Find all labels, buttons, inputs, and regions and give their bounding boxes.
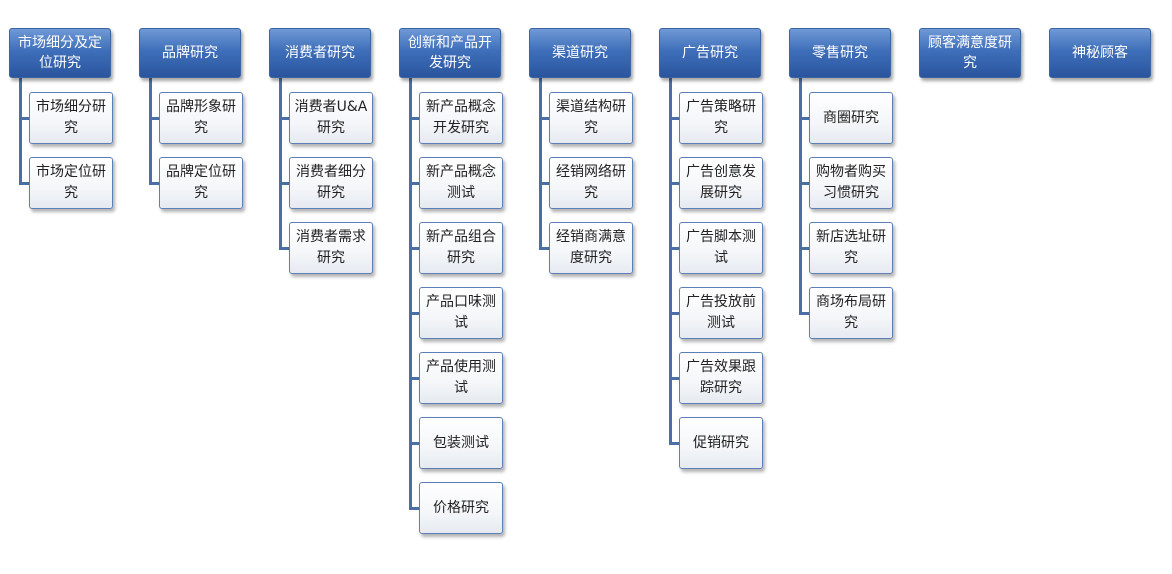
connector-vertical xyxy=(539,60,542,250)
category-column: 顾客满意度研究 xyxy=(919,0,1025,574)
research-item[interactable]: 新产品概念测试 xyxy=(419,157,503,209)
research-item[interactable]: 商场布局研究 xyxy=(809,287,893,339)
research-item[interactable]: 市场细分研究 xyxy=(29,92,113,144)
connector-vertical xyxy=(19,60,22,185)
research-item[interactable]: 品牌形象研究 xyxy=(159,92,243,144)
research-item[interactable]: 新产品概念开发研究 xyxy=(419,92,503,144)
connector-vertical xyxy=(409,60,412,510)
connector-vertical xyxy=(279,60,282,250)
category-header[interactable]: 神秘顾客 xyxy=(1049,28,1151,78)
category-header[interactable]: 消费者研究 xyxy=(269,28,371,78)
connector-vertical xyxy=(669,60,672,445)
research-item[interactable]: 渠道结构研究 xyxy=(549,92,633,144)
category-header[interactable]: 品牌研究 xyxy=(139,28,241,78)
research-item[interactable]: 购物者购买习惯研究 xyxy=(809,157,893,209)
research-item[interactable]: 市场定位研究 xyxy=(29,157,113,209)
category-column: 品牌研究品牌形象研究品牌定位研究 xyxy=(139,0,245,574)
category-header[interactable]: 零售研究 xyxy=(789,28,891,78)
research-item[interactable]: 消费者需求研究 xyxy=(289,222,373,274)
category-column: 市场细分及定位研究市场细分研究市场定位研究 xyxy=(9,0,115,574)
connector-vertical xyxy=(149,60,152,185)
research-item[interactable]: 商圈研究 xyxy=(809,92,893,144)
category-header[interactable]: 广告研究 xyxy=(659,28,761,78)
research-item[interactable]: 品牌定位研究 xyxy=(159,157,243,209)
research-item[interactable]: 价格研究 xyxy=(419,482,503,534)
research-item[interactable]: 新产品组合研究 xyxy=(419,222,503,274)
research-item[interactable]: 广告创意发展研究 xyxy=(679,157,763,209)
research-item[interactable]: 包装测试 xyxy=(419,417,503,469)
research-item[interactable]: 广告效果跟踪研究 xyxy=(679,352,763,404)
research-item[interactable]: 产品口味测试 xyxy=(419,287,503,339)
research-item[interactable]: 广告脚本测试 xyxy=(679,222,763,274)
research-item[interactable]: 经销网络研究 xyxy=(549,157,633,209)
category-column: 消费者研究消费者U&A研究消费者细分研究消费者需求研究 xyxy=(269,0,375,574)
category-column: 创新和产品开发研究新产品概念开发研究新产品概念测试新产品组合研究产品口味测试产品… xyxy=(399,0,505,574)
research-item[interactable]: 广告策略研究 xyxy=(679,92,763,144)
category-column: 神秘顾客 xyxy=(1049,0,1155,574)
research-item[interactable]: 消费者细分研究 xyxy=(289,157,373,209)
connector-vertical xyxy=(799,60,802,315)
research-item[interactable]: 消费者U&A研究 xyxy=(289,92,373,144)
category-header[interactable]: 顾客满意度研究 xyxy=(919,28,1021,78)
category-column: 广告研究广告策略研究广告创意发展研究广告脚本测试广告投放前测试广告效果跟踪研究促… xyxy=(659,0,765,574)
research-item[interactable]: 广告投放前测试 xyxy=(679,287,763,339)
category-column: 零售研究商圈研究购物者购买习惯研究新店选址研究商场布局研究 xyxy=(789,0,895,574)
research-item[interactable]: 新店选址研究 xyxy=(809,222,893,274)
research-item[interactable]: 促销研究 xyxy=(679,417,763,469)
category-header[interactable]: 渠道研究 xyxy=(529,28,631,78)
research-item[interactable]: 产品使用测试 xyxy=(419,352,503,404)
category-header[interactable]: 创新和产品开发研究 xyxy=(399,28,501,78)
research-item[interactable]: 经销商满意度研究 xyxy=(549,222,633,274)
category-header[interactable]: 市场细分及定位研究 xyxy=(9,28,111,78)
category-column: 渠道研究渠道结构研究经销网络研究经销商满意度研究 xyxy=(529,0,635,574)
